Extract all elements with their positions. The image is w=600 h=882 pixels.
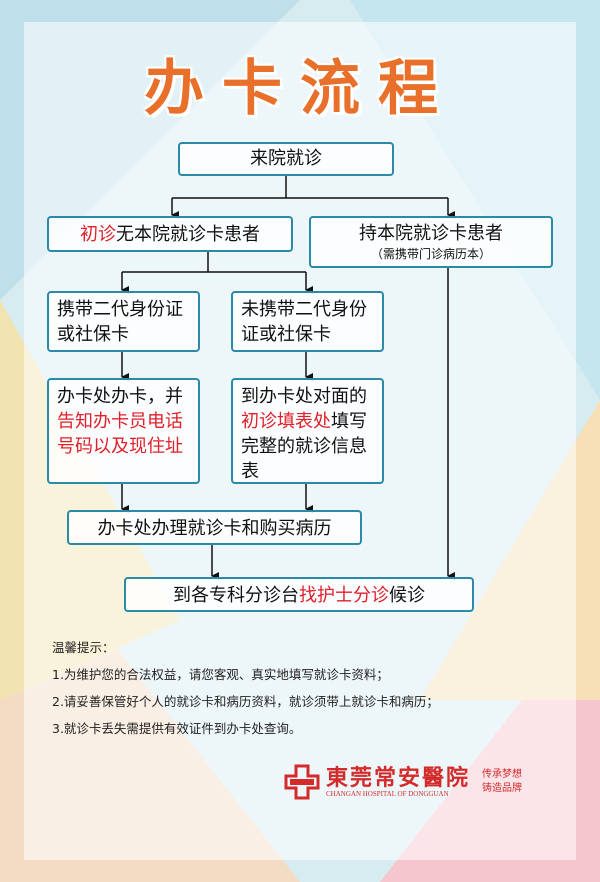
- step-fill-form: 到办卡处对面的初诊填表处填写完整的就诊信息表: [231, 378, 384, 484]
- step-with-id: 携带二代身份证或社保卡: [47, 291, 200, 352]
- card-office-text: 办卡处办卡，: [57, 386, 165, 407]
- tips-section: 温馨提示： 1.为维护您的合法权益，请您客观、真实地填写就诊卡资料； 2.请妥善…: [52, 634, 439, 742]
- final-highlight: 找护士分诊: [299, 585, 389, 606]
- page-title: 办卡流程: [144, 54, 456, 124]
- tips-heading: 温馨提示：: [52, 640, 115, 655]
- step-without-id: 未携带二代身份证或社保卡: [231, 291, 384, 352]
- final-text-2: 候诊: [389, 585, 425, 606]
- tip-item: 1.为维护您的合法权益，请您客观、真实地填写就诊卡资料；: [52, 667, 389, 682]
- first-visit-highlight: 初诊: [80, 224, 116, 245]
- tip-item: 3.就诊卡丢失需提供有效证件到办卡处查询。: [52, 721, 302, 736]
- slogan-2: 铸造品牌: [482, 783, 523, 794]
- hospital-name-english: CHANGAN HOSPITAL OF DONGGUAN: [326, 790, 449, 798]
- has-card-note: （需携带门诊病历本）: [370, 247, 491, 261]
- final-text: 到各专科分诊台: [173, 585, 299, 606]
- step-has-card: 持本院就诊卡患者 （需携带门诊病历本）: [309, 216, 553, 268]
- first-visit-text: 无本院就诊卡患者: [116, 224, 260, 245]
- slogan-1: 传承梦想: [482, 769, 523, 780]
- step-first-visit: 初诊无本院就诊卡患者: [47, 216, 293, 252]
- fill-form-text-2: 填写完整的就诊信息表: [241, 411, 367, 482]
- fill-form-text: 到办卡处对面的: [241, 386, 367, 407]
- step-card-office: 办卡处办卡，并告知办卡员电话号码以及现住址: [47, 378, 200, 484]
- card-office-text-2: 并: [165, 386, 183, 407]
- card-office-highlight: 告知办卡员电话号码以及现住址: [57, 411, 183, 457]
- step-arrive: 来院就诊: [178, 142, 394, 176]
- step-process-card: 办卡处办理就诊卡和购买病历: [67, 510, 362, 545]
- fill-form-highlight: 初诊填表处: [241, 411, 331, 432]
- hospital-name: 東莞常安醫院: [326, 765, 471, 791]
- step-final: 到各专科分诊台找护士分诊候诊: [124, 577, 474, 612]
- has-card-text: 持本院就诊卡患者: [359, 223, 503, 244]
- tip-item: 2.请妥善保管好个人的就诊卡和病历资料，就诊须带上就诊卡和病历；: [52, 694, 439, 709]
- red-cross-icon: [284, 764, 320, 800]
